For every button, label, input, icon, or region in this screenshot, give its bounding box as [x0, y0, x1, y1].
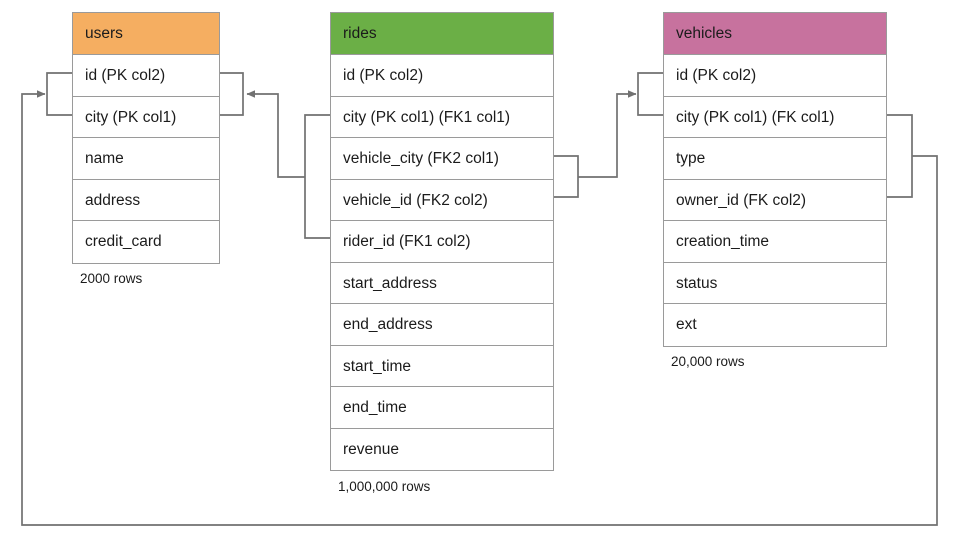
table-vehicles-column-city[interactable]: city (PK col1) (FK col1)	[664, 96, 886, 138]
table-users-row-count: 2000 rows	[80, 271, 143, 286]
table-vehicles-column-ext[interactable]: ext	[664, 304, 886, 346]
table-rides[interactable]: rides id (PK col2) city (PK col1) (FK1 c…	[330, 12, 554, 471]
table-users-column-city[interactable]: city (PK col1)	[73, 96, 219, 138]
link-rides-to-users	[304, 114, 330, 239]
table-users-column-name[interactable]: name	[73, 138, 219, 180]
table-users[interactable]: users id (PK col2) city (PK col1) name a…	[72, 12, 220, 264]
table-rides-column-id[interactable]: id (PK col2)	[331, 55, 553, 97]
table-users-column-address[interactable]: address	[73, 179, 219, 221]
table-rides-column-revenue[interactable]: revenue	[331, 428, 553, 470]
table-rides-column-end_time[interactable]: end_time	[331, 387, 553, 429]
table-users-column-credit_card[interactable]: credit_card	[73, 221, 219, 263]
table-users-header: users	[73, 13, 219, 55]
table-rides-column-rider_id[interactable]: rider_id (FK1 col2)	[331, 221, 553, 263]
link-users-left-bracket	[46, 72, 72, 116]
table-rides-column-vehicle_id[interactable]: vehicle_id (FK2 col2)	[331, 179, 553, 221]
table-vehicles-column-owner_id[interactable]: owner_id (FK col2)	[664, 179, 886, 221]
link-rides-to-vehicles	[554, 155, 579, 198]
link-vehicles-left-bracket	[637, 72, 663, 116]
link-rides-to-users-branch	[246, 90, 305, 178]
table-vehicles-row-count: 20,000 rows	[671, 354, 745, 369]
table-rides-header: rides	[331, 13, 553, 55]
table-rides-column-city[interactable]: city (PK col1) (FK1 col1)	[331, 96, 553, 138]
table-vehicles[interactable]: vehicles id (PK col2) city (PK col1) (FK…	[663, 12, 887, 347]
table-vehicles-column-id[interactable]: id (PK col2)	[664, 55, 886, 97]
link-vehicles-to-users	[887, 114, 913, 198]
link-rides-to-vehicles-branch	[578, 90, 637, 178]
table-vehicles-header: vehicles	[664, 13, 886, 55]
table-rides-column-vehicle_city[interactable]: vehicle_city (FK2 col1)	[331, 138, 553, 180]
table-vehicles-column-creation_time[interactable]: creation_time	[664, 221, 886, 263]
table-vehicles-column-status[interactable]: status	[664, 262, 886, 304]
table-rides-column-start_time[interactable]: start_time	[331, 345, 553, 387]
link-vehicles-to-users-branch	[21, 90, 938, 526]
table-vehicles-column-type[interactable]: type	[664, 138, 886, 180]
table-users-column-id[interactable]: id (PK col2)	[73, 55, 219, 97]
table-rides-row-count: 1,000,000 rows	[338, 479, 431, 494]
table-rides-column-end_address[interactable]: end_address	[331, 304, 553, 346]
table-rides-column-start_address[interactable]: start_address	[331, 262, 553, 304]
link-users-right-bracket	[220, 72, 244, 116]
